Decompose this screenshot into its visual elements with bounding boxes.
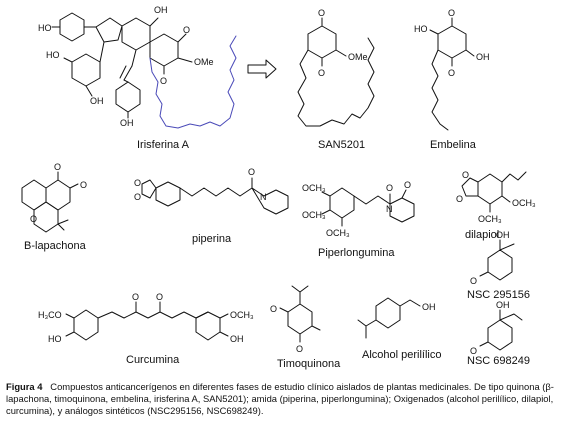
b-lapachona-structure — [21, 171, 79, 233]
oh-atom-7: OH — [230, 334, 244, 344]
o-atom-19: O — [132, 292, 139, 302]
oh-atom-2: OH — [90, 96, 104, 106]
o-atom-6: O — [448, 68, 455, 78]
ho-atom-1: HO — [38, 23, 52, 33]
label-nsc698249: NSC 698249 — [467, 355, 530, 367]
och3-atom-2: OCH₃ — [302, 210, 326, 220]
o-atom-21: O — [270, 304, 277, 314]
caption-label: Figura 4 — [6, 381, 43, 392]
alcohol-perililico-structure — [357, 297, 421, 339]
transformation-arrow — [247, 59, 277, 79]
o-atom-1: O — [183, 25, 190, 35]
nsc698249-structure — [479, 309, 523, 351]
oh-atom-3: OH — [120, 118, 134, 128]
label-timoquinona: Timoquinona — [277, 358, 341, 370]
caption-text: Compuestos anticancerígenos en diferente… — [6, 381, 554, 417]
label-embelina: Embelina — [430, 139, 476, 151]
o-atom-3: O — [318, 8, 325, 18]
n-atom-2: N — [386, 204, 393, 214]
label-san5201: SAN5201 — [318, 139, 366, 151]
och3-atom-3: OCH₃ — [326, 228, 350, 238]
oh-atom-5: OH — [496, 230, 510, 240]
label-piperina: piperina — [192, 233, 232, 245]
oh-atom-6: OH — [496, 300, 510, 310]
o-atom-20: O — [156, 292, 163, 302]
o-atom-8: O — [80, 180, 87, 190]
oh-atom-1: OH — [154, 5, 168, 15]
o-atom-14: O — [404, 180, 411, 190]
ho-atom-2: HO — [46, 50, 60, 60]
o-atom-11: O — [134, 192, 141, 202]
label-dilapiol: dilapiol — [465, 229, 500, 241]
piperina-structure — [141, 177, 289, 215]
o-atom-18: O — [470, 346, 477, 356]
ho-atom-3: HO — [414, 24, 428, 34]
o-atom-22: O — [296, 344, 303, 354]
label-irisferina-a: Irisferina A — [137, 139, 189, 151]
o-atom-16: O — [456, 194, 463, 204]
och3-atom-5: OCH₃ — [478, 214, 502, 224]
nsc295156-structure — [479, 239, 515, 281]
label-curcumina: Curcumina — [126, 354, 180, 366]
structures-figure: HO OH HO OH OH O O OMe O O OMe O O OH HO — [21, 5, 536, 356]
curcumina-structure — [65, 301, 229, 341]
embelina-structure — [429, 17, 475, 131]
figure-caption: Figura 4 Compuestos anticancerígenos en … — [6, 381, 569, 418]
timoquinona-structure — [279, 285, 321, 343]
h3co-atom: H₃CO — [38, 310, 62, 320]
ome-atom-2: OMe — [348, 52, 368, 62]
oh-atom-4: OH — [476, 52, 490, 62]
o-atom-17: O — [470, 276, 477, 286]
o-atom-13: O — [386, 183, 393, 193]
label-nsc295156: NSC 295156 — [467, 289, 530, 301]
o-atom-7: O — [54, 162, 61, 172]
n-atom-1: N — [260, 192, 267, 202]
irisferina-a-structure — [51, 12, 237, 129]
o-atom-5: O — [448, 8, 455, 18]
och3-atom-1: OCH₃ — [302, 183, 326, 193]
dilapiol-structure — [461, 171, 527, 213]
o-atom-9: O — [30, 214, 37, 224]
och3-atom-6: OCH₃ — [230, 310, 254, 320]
ome-atom-1: OMe — [194, 57, 214, 67]
label-piperlongumina: Piperlongumina — [318, 247, 395, 259]
o-atom-10: O — [134, 178, 141, 188]
o-atom-2: O — [160, 76, 167, 86]
o-atom-15: O — [462, 170, 469, 180]
piperlongumina-structure — [321, 187, 415, 227]
o-atom-4: O — [318, 68, 325, 78]
oh-atom-8: OH — [422, 302, 436, 312]
ho-atom-4: HO — [48, 334, 62, 344]
label-alcohol-perililico: Alcohol perilílico — [362, 349, 442, 361]
o-atom-12: O — [248, 167, 255, 177]
label-b-lapachona: B-lapachona — [24, 240, 86, 252]
och3-atom-4: OCH₃ — [512, 198, 536, 208]
san5201-structure — [297, 17, 375, 127]
